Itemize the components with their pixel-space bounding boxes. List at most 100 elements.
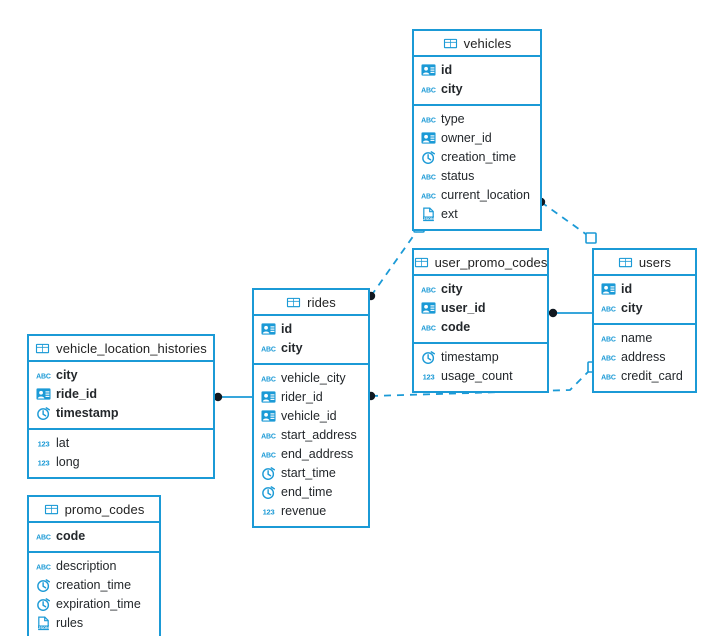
column-name: creation_time <box>441 150 517 165</box>
table-grid-icon <box>414 255 429 270</box>
clock-icon <box>36 597 51 612</box>
column-name: start_address <box>281 428 357 443</box>
column-row[interactable]: id <box>594 280 695 299</box>
column-row[interactable]: start_time <box>254 464 368 483</box>
table-header[interactable]: users <box>594 250 695 276</box>
column-name: revenue <box>281 504 327 519</box>
column-row[interactable]: id <box>414 61 540 80</box>
table-header[interactable]: vehicle_location_histories <box>29 336 213 362</box>
abc-text-icon: ABC <box>421 169 436 184</box>
column-name: code <box>56 529 86 544</box>
abc-text-icon: ABC <box>261 341 276 356</box>
column-name: city <box>56 368 78 383</box>
relationship-source-dot <box>213 392 223 402</box>
table-header[interactable]: user_promo_codes <box>414 250 547 276</box>
id-card-icon <box>261 409 276 424</box>
column-name: creation_time <box>56 578 132 593</box>
column-row[interactable]: timestamp <box>29 404 213 423</box>
table-name: users <box>638 254 672 270</box>
relationship-rel-vlh-rides[interactable] <box>213 392 252 402</box>
column-name: end_time <box>281 485 333 500</box>
column-row[interactable]: ride_id <box>29 385 213 404</box>
svg-text:ABC: ABC <box>421 287 436 294</box>
svg-text:ABC: ABC <box>601 355 616 362</box>
column-row[interactable]: creation_time <box>29 576 159 595</box>
column-row[interactable]: owner_id <box>414 129 540 148</box>
column-name: usage_count <box>441 369 513 384</box>
id-card-icon <box>36 387 51 402</box>
column-row[interactable]: id <box>254 320 368 339</box>
clock-icon <box>421 150 436 165</box>
column-name: user_id <box>441 301 486 316</box>
svg-text:JSON: JSON <box>38 625 49 630</box>
table-header[interactable]: promo_codes <box>29 497 159 523</box>
column-name: id <box>621 282 633 297</box>
column-name: city <box>281 341 303 356</box>
column-row[interactable]: end_time <box>254 483 368 502</box>
column-row[interactable]: ABC city <box>254 339 368 358</box>
svg-text:123: 123 <box>38 440 50 449</box>
column-row[interactable]: rider_id <box>254 388 368 407</box>
column-row[interactable]: expiration_time <box>29 595 159 614</box>
column-row[interactable]: 123 revenue <box>254 502 368 521</box>
abc-text-icon: ABC <box>601 350 616 365</box>
column-name: rider_id <box>281 390 323 405</box>
column-row[interactable]: ABC start_address <box>254 426 368 445</box>
svg-text:123: 123 <box>423 373 435 382</box>
relationship-rel-vehicles-users[interactable] <box>536 197 597 244</box>
123-number-icon: 123 <box>421 369 436 384</box>
clock-icon <box>261 485 276 500</box>
abc-text-icon: ABC <box>261 428 276 443</box>
svg-text:ABC: ABC <box>36 564 51 571</box>
column-row[interactable]: timestamp <box>414 348 547 367</box>
column-name: timestamp <box>56 406 119 421</box>
id-card-icon <box>421 301 436 316</box>
column-row[interactable]: user_id <box>414 299 547 318</box>
column-row[interactable]: vehicle_id <box>254 407 368 426</box>
column-name: code <box>441 320 471 335</box>
column-row[interactable]: creation_time <box>414 148 540 167</box>
relationship-rel-upc-users[interactable] <box>548 308 592 318</box>
table-name: promo_codes <box>64 501 145 517</box>
table-header[interactable]: vehicles <box>414 31 540 57</box>
abc-text-icon: ABC <box>601 369 616 384</box>
column-row[interactable]: 123 usage_count <box>414 367 547 386</box>
abc-text-icon: ABC <box>421 112 436 127</box>
column-name: vehicle_city <box>281 371 346 386</box>
column-row[interactable]: ABC address <box>594 348 695 367</box>
svg-text:ABC: ABC <box>421 87 436 94</box>
column-name: owner_id <box>441 131 492 146</box>
svg-text:123: 123 <box>263 508 275 517</box>
column-name: expiration_time <box>56 597 141 612</box>
table-header[interactable]: rides <box>254 290 368 316</box>
column-name: address <box>621 350 666 365</box>
